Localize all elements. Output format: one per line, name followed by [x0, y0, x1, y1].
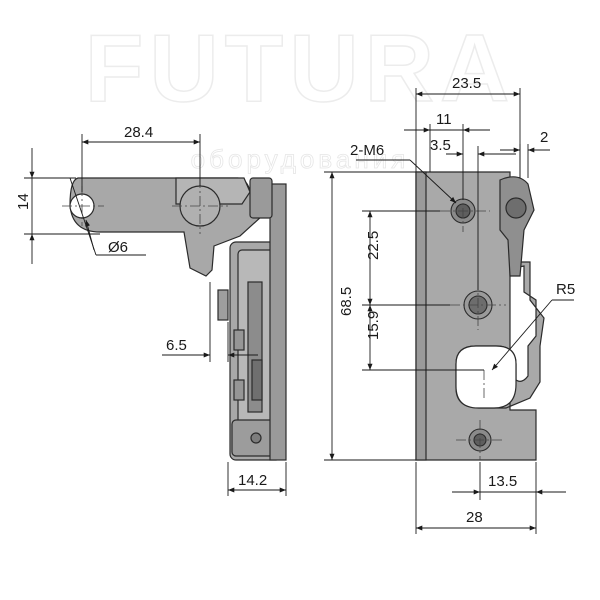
watermark-tagline: оборудования [190, 144, 410, 175]
left-lever [69, 177, 273, 277]
label-r5: R5 [556, 281, 575, 298]
dim-13-5: 13.5 [488, 473, 517, 490]
left-centerlines [62, 178, 228, 234]
left-dimensions [24, 134, 287, 496]
left-dimension-labels: 28.4 14 Ø6 6.5 14.2 [15, 124, 267, 489]
right-view: 23.5 11 3.5 2 2-M6 68.5 22.5 15.9 R5 13.… [324, 75, 575, 534]
dim-68-5: 68.5 [338, 287, 355, 316]
right-dimensions [324, 88, 574, 534]
dim-23-5: 23.5 [452, 75, 481, 92]
left-view: 28.4 14 Ø6 6.5 14.2 [15, 124, 287, 496]
dim-22-5: 22.5 [365, 231, 382, 260]
dim-hole-diameter: Ø6 [108, 239, 128, 256]
dim-28-4: 28.4 [124, 124, 153, 141]
dim-11: 11 [436, 111, 452, 128]
dim-15-9: 15.9 [365, 311, 382, 340]
right-dimension-labels: 23.5 11 3.5 2 2-M6 68.5 22.5 15.9 R5 13.… [338, 75, 575, 526]
dim-2: 2 [540, 129, 548, 146]
dim-14-2: 14.2 [238, 472, 267, 489]
label-2-m6: 2-M6 [350, 142, 384, 159]
dim-28: 28 [466, 509, 483, 526]
dim-6-5: 6.5 [166, 337, 187, 354]
dim-3-5: 3.5 [430, 137, 451, 154]
dim-14: 14 [15, 193, 32, 210]
left-body [217, 183, 287, 461]
watermark-brand: FUTURA [84, 14, 516, 123]
